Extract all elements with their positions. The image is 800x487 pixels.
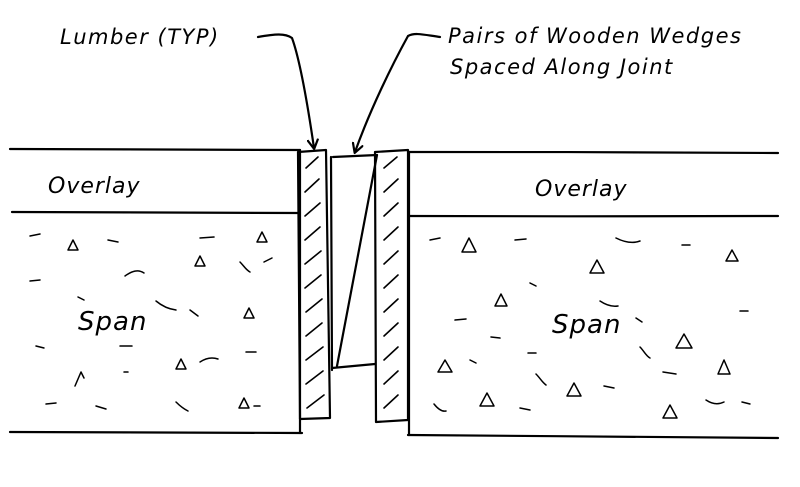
span-label-left: Span <box>78 307 147 337</box>
wedges-callout-line1: Pairs of Wooden Wedges <box>448 24 742 48</box>
right-overlay-top-edge <box>407 150 780 155</box>
left-overlay-top-edge <box>8 147 302 152</box>
lumber-leader-arrow <box>256 33 314 149</box>
overlay-label-left: Overlay <box>48 174 141 199</box>
overlay-label-right: Overlay <box>535 177 628 202</box>
right-lumber-board <box>373 148 410 424</box>
left-overlay-bottom-edge <box>10 210 302 215</box>
lumber-callout-label: Lumber (TYP) <box>60 25 220 49</box>
left-span-bottom-edge <box>8 430 304 435</box>
left-span-aggregate <box>29 231 273 412</box>
span-label-right: Span <box>552 310 621 340</box>
wooden-wedges <box>329 153 379 372</box>
wedges-leader-arrow <box>355 32 442 152</box>
right-span-aggregate <box>429 237 751 419</box>
left-lumber-board <box>296 148 332 421</box>
right-span-bottom-edge <box>406 433 780 440</box>
wedges-callout-line2: Spaced Along Joint <box>450 55 674 79</box>
